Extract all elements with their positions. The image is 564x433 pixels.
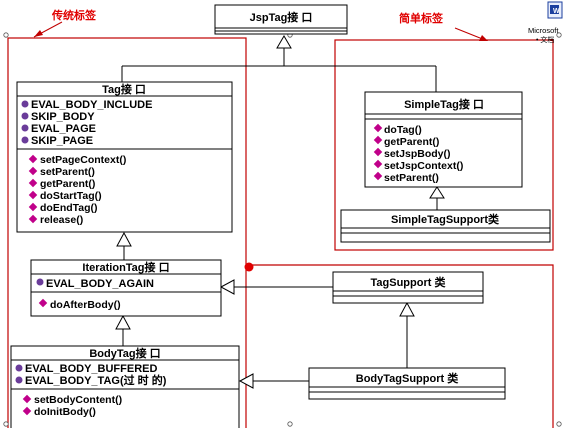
method-row: doAfterBody() bbox=[38, 298, 121, 311]
method-name: setParent() bbox=[40, 166, 95, 178]
method-name: doTag() bbox=[384, 124, 422, 136]
word-document-icon[interactable]: W bbox=[547, 1, 563, 19]
iterationtag-interface-box[interactable]: IterationTag接 口 EVAL_BODY_AGAIN doAfterB… bbox=[30, 259, 222, 317]
method-name: release() bbox=[40, 214, 83, 226]
simpletag-interface-box[interactable]: SimpleTag接 口 doTag() getParent() setJspB… bbox=[364, 91, 523, 188]
iterationtag-title: IterationTag接 口 bbox=[82, 260, 169, 274]
tagsupport-class-box[interactable]: TagSupport 类 bbox=[332, 271, 484, 304]
simpletagsupport-class-box[interactable]: SimpleTagSupport类 bbox=[340, 209, 551, 243]
icon-caption: Microsoft bbox=[528, 26, 559, 35]
method-name: setJspBody() bbox=[384, 148, 451, 160]
simple-arrowhead bbox=[479, 35, 488, 41]
method-row: getParent() bbox=[373, 135, 439, 148]
simpletagsupport-title: SimpleTagSupport类 bbox=[391, 212, 500, 226]
field-name: EVAL_PAGE bbox=[31, 123, 96, 135]
icon-caption-2: • 文档 bbox=[536, 35, 554, 44]
field-name: EVAL_BODY_BUFFERED bbox=[25, 363, 157, 375]
bodytag-title: BodyTag接 口 bbox=[89, 346, 160, 360]
bodytag-interface-box[interactable]: BodyTag接 口 EVAL_BODY_BUFFERED EVAL_BODY_… bbox=[10, 345, 240, 431]
selection-handle[interactable] bbox=[244, 262, 254, 272]
tagsupport-inherit-arrow bbox=[399, 301, 415, 317]
tagsupport-title: TagSupport 类 bbox=[371, 275, 447, 289]
method-name: getParent() bbox=[384, 136, 439, 148]
jsptag-inherit-arrow bbox=[276, 35, 292, 49]
bodytagsupport-class-box[interactable]: BodyTagSupport 类 bbox=[308, 367, 506, 400]
method-name: doStartTag() bbox=[40, 190, 102, 202]
jsptag-title: JspTag接 口 bbox=[250, 10, 313, 24]
method-name: setParent() bbox=[384, 172, 439, 184]
field-row: EVAL_BODY_TAG(过 时 的) bbox=[15, 373, 167, 387]
jsptag-interface-box[interactable]: JspTag接 口 bbox=[214, 4, 348, 35]
tag-fields: EVAL_BODY_INCLUDE SKIP_BODY EVAL_PAGE SK… bbox=[21, 99, 152, 147]
tag-inherit-arrow bbox=[116, 231, 132, 247]
tag-interface-box[interactable]: Tag接 口 EVAL_BODY_INCLUDE SKIP_BODY EVAL_… bbox=[16, 81, 233, 233]
traditional-arrowhead bbox=[34, 30, 43, 37]
field-row: EVAL_PAGE bbox=[21, 123, 96, 135]
method-name: setJspContext() bbox=[384, 160, 463, 172]
iterationtag-inherit-arrow bbox=[115, 314, 131, 330]
method-row: doEndTag() bbox=[28, 202, 98, 214]
method-name: getParent() bbox=[40, 178, 95, 190]
method-name: setPageContext() bbox=[40, 154, 126, 166]
simple-tag-group bbox=[334, 39, 554, 251]
method-name: doInitBody() bbox=[34, 406, 96, 418]
simple-tags-label: 简单标签 bbox=[399, 11, 444, 25]
bodytag-implements-arrow bbox=[238, 373, 254, 389]
field-row: EVAL_BODY_BUFFERED bbox=[15, 363, 157, 375]
method-name: doAfterBody() bbox=[50, 299, 121, 311]
field-name: SKIP_BODY bbox=[31, 111, 95, 123]
simple-label-pointer bbox=[454, 27, 486, 41]
simpletag-title: SimpleTag接 口 bbox=[404, 97, 484, 111]
field-row: SKIP_BODY bbox=[21, 111, 95, 123]
method-row: doStartTag() bbox=[28, 190, 102, 202]
traditional-tags-label: 传统标签 bbox=[51, 8, 97, 22]
field-name: EVAL_BODY_INCLUDE bbox=[31, 99, 152, 111]
simpletag-inherit-arrow bbox=[429, 186, 445, 199]
method-name: doEndTag() bbox=[40, 202, 98, 214]
simpletag-methods: doTag() getParent() setJspBody() setJspC… bbox=[373, 123, 463, 184]
method-row: setPageContext() bbox=[28, 154, 126, 166]
method-row: doTag() bbox=[373, 123, 422, 136]
svg-text:W: W bbox=[553, 8, 560, 15]
field-name: SKIP_PAGE bbox=[31, 135, 93, 147]
field-name: EVAL_BODY_TAG(过 时 的) bbox=[25, 373, 167, 387]
method-row: setJspBody() bbox=[373, 147, 451, 160]
field-name: EVAL_BODY_AGAIN bbox=[46, 278, 154, 290]
field-row: EVAL_BODY_AGAIN bbox=[36, 278, 154, 290]
method-row: setParent() bbox=[373, 171, 439, 184]
support-class-group bbox=[249, 264, 554, 430]
method-name: setBodyContent() bbox=[34, 394, 122, 406]
tagsupport-implements-arrow bbox=[219, 279, 235, 295]
field-row: EVAL_BODY_INCLUDE bbox=[21, 99, 152, 111]
tag-title: Tag接 口 bbox=[102, 82, 146, 96]
method-row: doInitBody() bbox=[22, 406, 96, 418]
method-row: setJspContext() bbox=[373, 159, 463, 172]
method-row: setBodyContent() bbox=[22, 394, 122, 406]
field-row: SKIP_PAGE bbox=[21, 135, 93, 147]
bodytagsupport-title: BodyTagSupport 类 bbox=[356, 371, 459, 385]
